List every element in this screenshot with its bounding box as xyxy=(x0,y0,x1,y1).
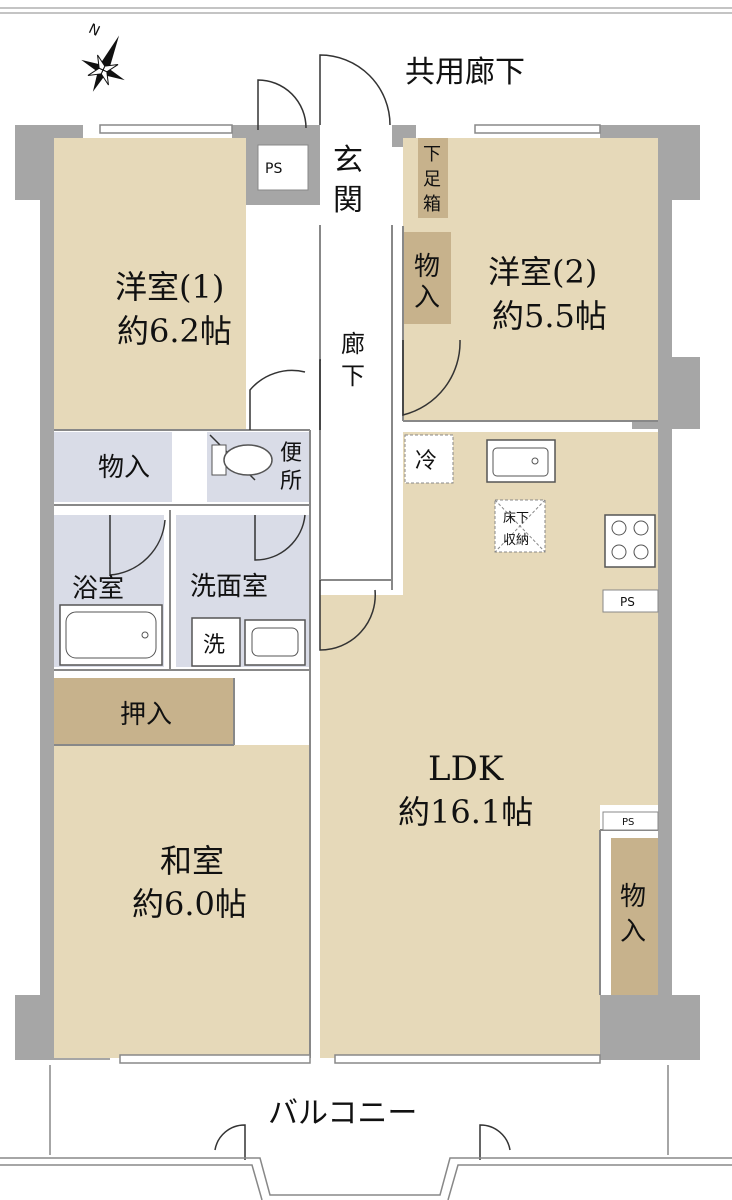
top-border xyxy=(0,7,732,14)
entrance-label-2: 関 xyxy=(333,183,363,218)
western2-name: 洋室(2) xyxy=(488,253,597,291)
washer-icon: 洗 xyxy=(191,617,241,667)
storage2-label-2: 入 xyxy=(414,283,440,313)
shoe-box-label-1: 下 xyxy=(423,144,441,165)
toilet-label-2: 所 xyxy=(280,469,302,494)
western1-name: 洋室(1) xyxy=(115,268,224,306)
partitions xyxy=(54,225,658,1058)
corridor-label: 共用廊下 xyxy=(405,55,525,90)
ps-label-top: PS xyxy=(265,161,282,177)
closet-label: 押入 xyxy=(120,700,172,730)
windows xyxy=(99,124,601,1064)
storage3-label-1: 物 xyxy=(620,882,646,912)
japanese-size: 約6.0帖 xyxy=(132,885,247,923)
hall-floor xyxy=(321,226,391,579)
shoe-box-label-2: 足 xyxy=(423,169,441,190)
fridge-icon: 冷 xyxy=(404,434,454,484)
bathtub-icon xyxy=(59,604,163,666)
storage1-label: 物入 xyxy=(98,453,150,483)
ldk-size: 約16.1帖 xyxy=(398,793,533,831)
storage3-label-2: 入 xyxy=(620,917,646,947)
balcony-label: バルコニー xyxy=(268,1096,417,1131)
wash-basin-icon xyxy=(244,619,306,666)
ps-boxes: PS PS PS xyxy=(257,144,659,831)
western2-size: 約5.5帖 xyxy=(492,297,607,335)
ps-label-ldk: PS xyxy=(622,817,634,828)
underfloor-label-1: 床下 xyxy=(503,511,529,526)
ldk-name: LDK xyxy=(428,749,504,789)
western1-size: 約6.2帖 xyxy=(117,312,232,350)
stove-icon xyxy=(604,514,656,568)
japanese-name: 和室 xyxy=(160,842,224,880)
hall-label-1: 廊 xyxy=(341,330,365,358)
toilet-icon xyxy=(211,444,273,476)
fridge-label: 冷 xyxy=(415,449,437,474)
toilet-label-1: 便 xyxy=(280,441,302,466)
washer-label: 洗 xyxy=(203,633,225,658)
underfloor-storage: 床下 収納 xyxy=(494,499,546,553)
svg-text:N: N xyxy=(86,21,102,40)
compass-icon: N xyxy=(81,21,125,92)
kitchen-sink-icon xyxy=(486,439,556,483)
bath-label: 浴室 xyxy=(72,574,124,604)
underfloor-label-2: 収納 xyxy=(503,533,529,548)
ps-label-kitchen: PS xyxy=(620,595,635,609)
hall-label-2: 下 xyxy=(341,362,365,390)
washroom-label: 洗面室 xyxy=(190,572,268,602)
balcony-outline xyxy=(0,1065,732,1200)
shoe-box-label-3: 箱 xyxy=(423,194,441,215)
entrance-label-1: 玄 xyxy=(333,143,363,178)
storage2-label-1: 物 xyxy=(414,252,440,282)
